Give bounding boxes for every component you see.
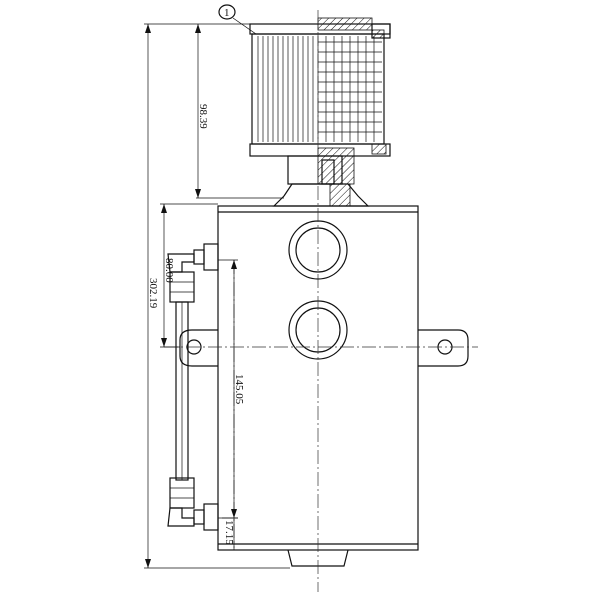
filter-element (249, 17, 391, 207)
right-mount-tab (418, 329, 469, 367)
left-mount-tab (179, 329, 218, 367)
filter-section-grid (317, 36, 382, 142)
fitting-spacing-label: 145.05 (233, 374, 245, 405)
dimension-overall-height: 302.19 (144, 23, 290, 569)
dimension-upper-fitting: 80.00 (160, 203, 218, 348)
sight-tube (175, 301, 189, 481)
upper-fitting (167, 243, 219, 303)
dimension-filter-height: 98.39 (195, 23, 284, 199)
part-balloon: 1 (218, 4, 257, 35)
upper-fitting-label: 80.00 (163, 258, 175, 283)
balloon-label: 1 (224, 7, 230, 19)
lower-fitting (167, 477, 219, 531)
dimension-fitting-spacing: 145.05 (218, 259, 245, 519)
overall-height-label: 302.19 (147, 278, 159, 309)
bottom-offset-label: 17.15 (223, 520, 235, 545)
dimension-bottom-offset: 17.15 (222, 517, 238, 551)
filter-height-label: 98.39 (197, 104, 209, 129)
filter-pleats (257, 36, 314, 142)
